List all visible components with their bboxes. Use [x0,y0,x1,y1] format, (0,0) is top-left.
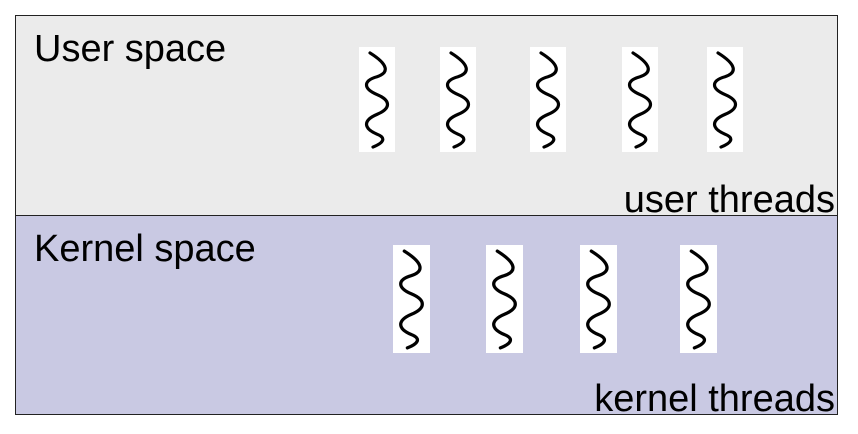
kernel-thread-icon [393,245,430,353]
user-thread-icon [359,47,395,152]
kernel-space-title: Kernel space [34,228,256,270]
user-threads-caption: user threads [623,179,835,221]
kernel-thread-icon [680,245,717,353]
user-thread-icon [530,47,566,152]
user-space-region: User space user threads [15,15,838,221]
user-thread-icon [440,47,476,152]
user-space-title: User space [34,28,227,70]
kernel-threads-caption: kernel threads [594,378,835,420]
kernel-thread-icon [580,245,617,353]
kernel-thread-icon [486,245,523,353]
user-thread-icon [707,47,743,152]
user-thread-icon [622,47,658,152]
